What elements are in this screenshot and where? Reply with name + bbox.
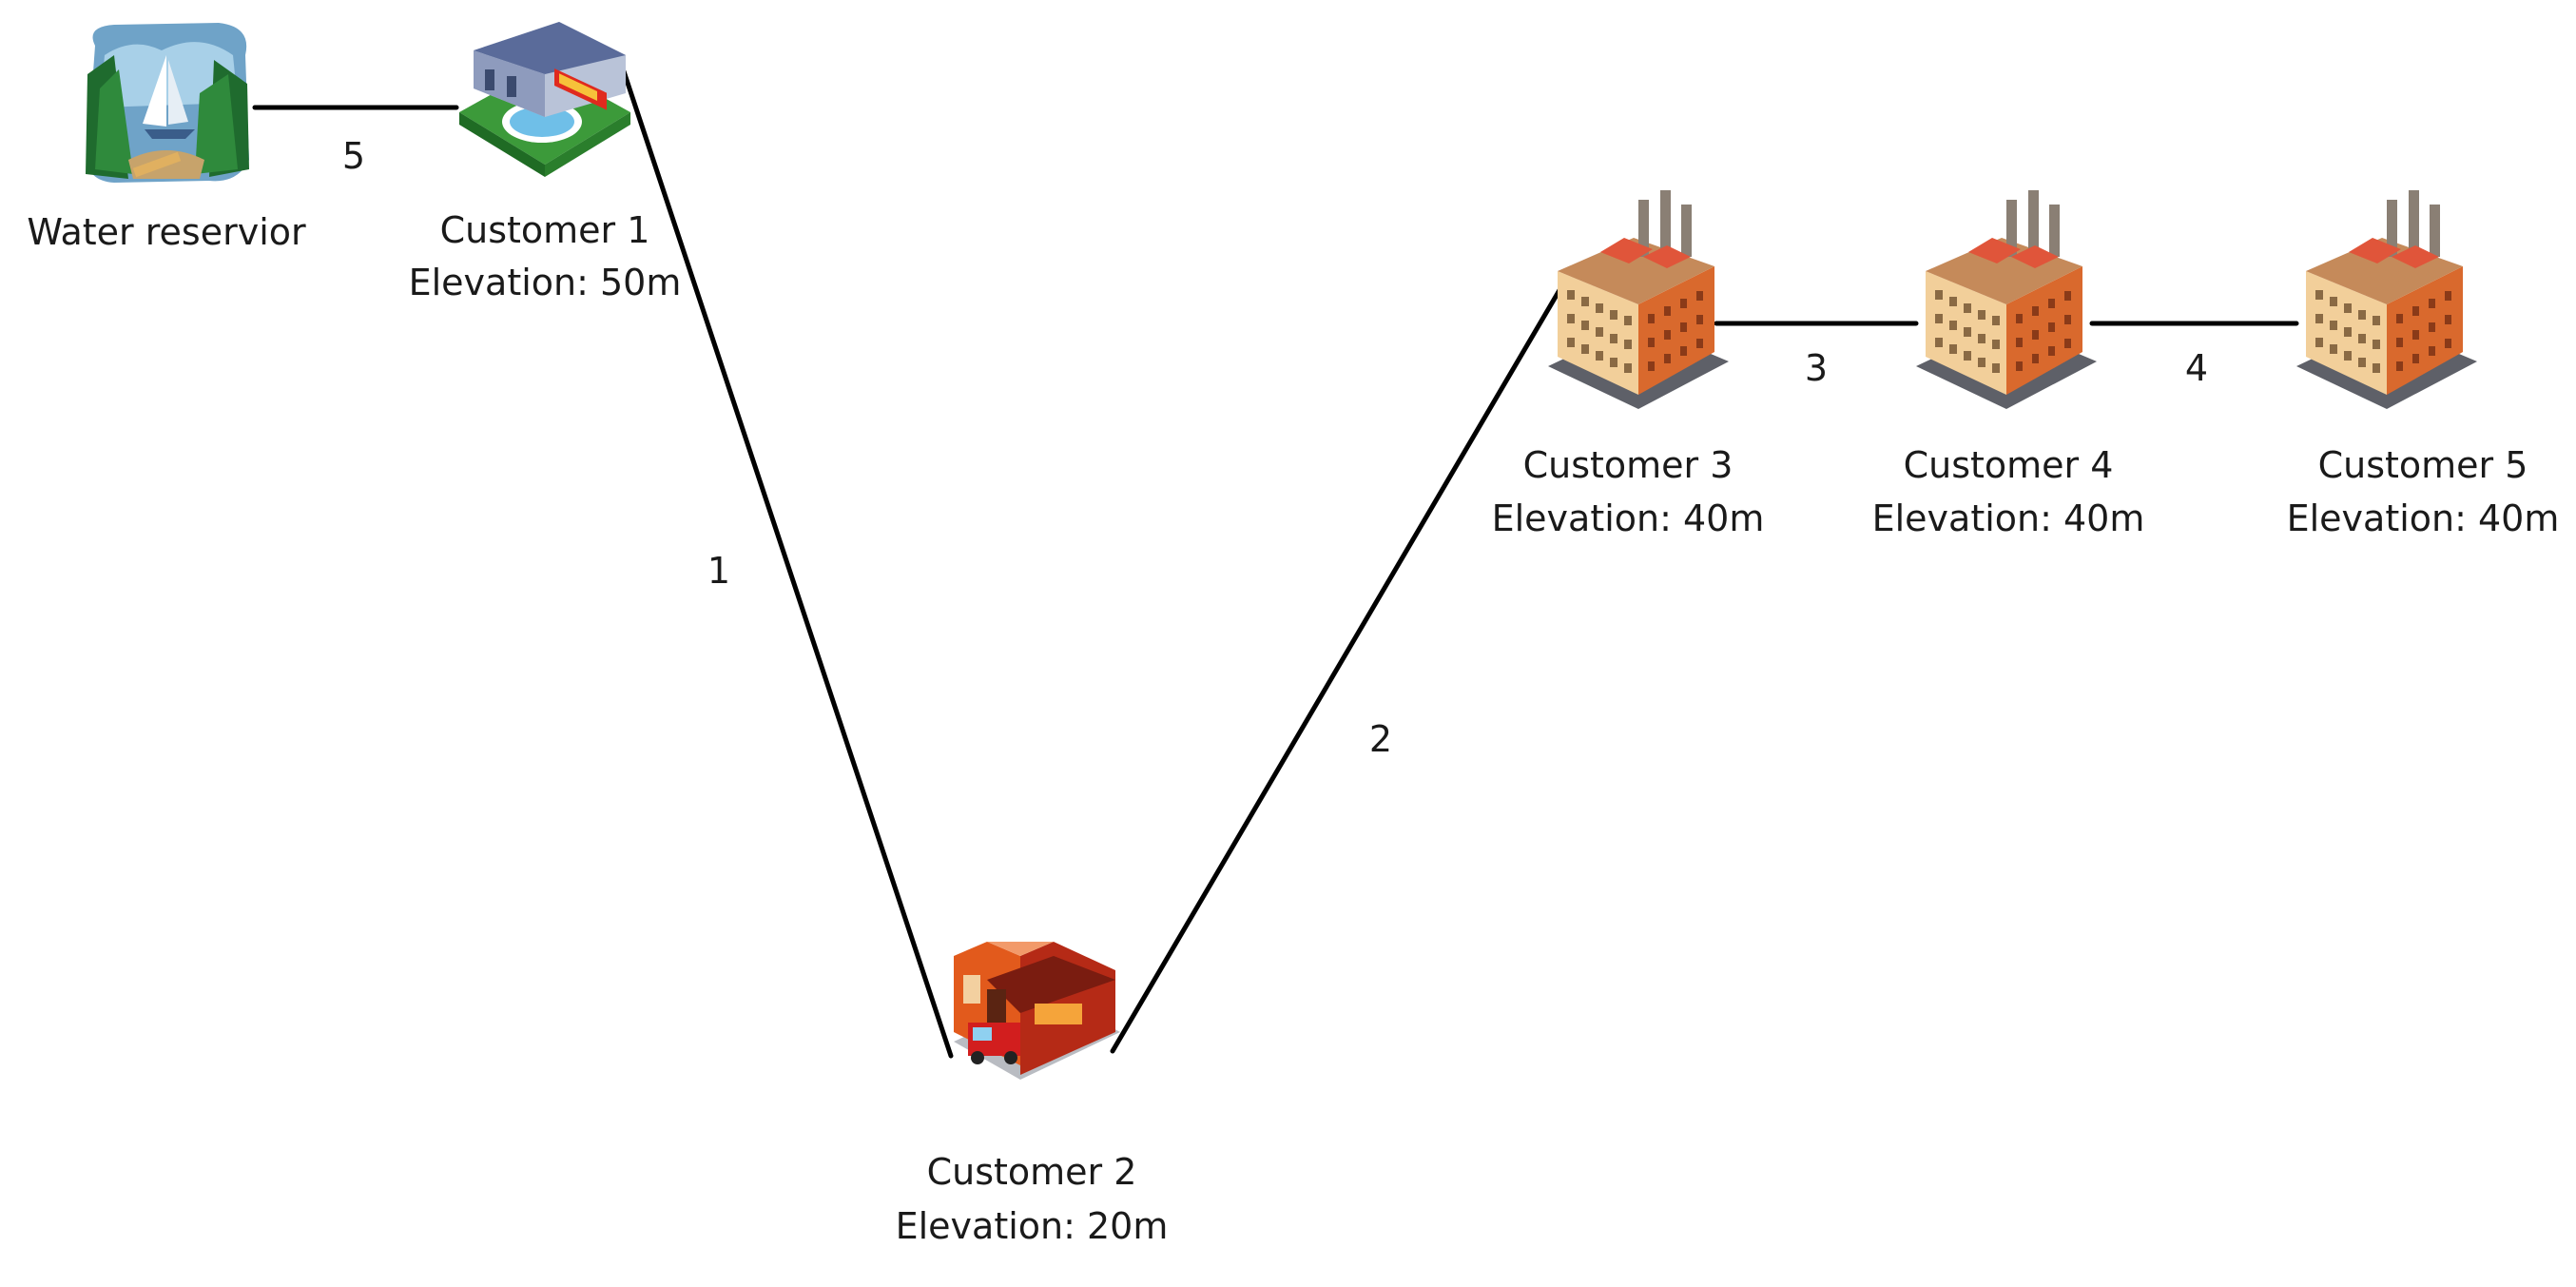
pipe-2-label: 2 <box>1369 718 1392 760</box>
reservoir-name: Water reservior <box>27 211 306 253</box>
customer4-name: Customer 4 <box>1904 444 2114 486</box>
water-reservoir-icon <box>86 23 249 183</box>
pipe-1 <box>621 68 954 1059</box>
customer4-elevation: Elevation: 40m <box>1872 497 2145 539</box>
customer5-elevation: Elevation: 40m <box>2287 497 2560 539</box>
customer2-name: Customer 2 <box>927 1151 1137 1193</box>
customer3-name: Customer 3 <box>1523 444 1733 486</box>
fire-station-icon <box>954 942 1120 1080</box>
customer1-elevation: Elevation: 50m <box>409 262 682 303</box>
pipe-1-label: 1 <box>707 550 730 592</box>
pipe-3-label: 3 <box>1805 347 1828 389</box>
pipe-2 <box>1110 287 1562 1054</box>
factory-icon <box>2296 190 2477 409</box>
customer2-elevation: Elevation: 20m <box>896 1205 1169 1247</box>
pipe-5-label: 5 <box>342 135 365 177</box>
factory-icon <box>1548 190 1729 409</box>
customer3-elevation: Elevation: 40m <box>1492 497 1765 539</box>
customer1-name: Customer 1 <box>440 209 650 251</box>
pipe-4-label: 4 <box>2185 347 2208 389</box>
factory-icon <box>1916 190 2097 409</box>
house-with-pool-icon <box>459 22 630 177</box>
customer5-name: Customer 5 <box>2318 444 2528 486</box>
